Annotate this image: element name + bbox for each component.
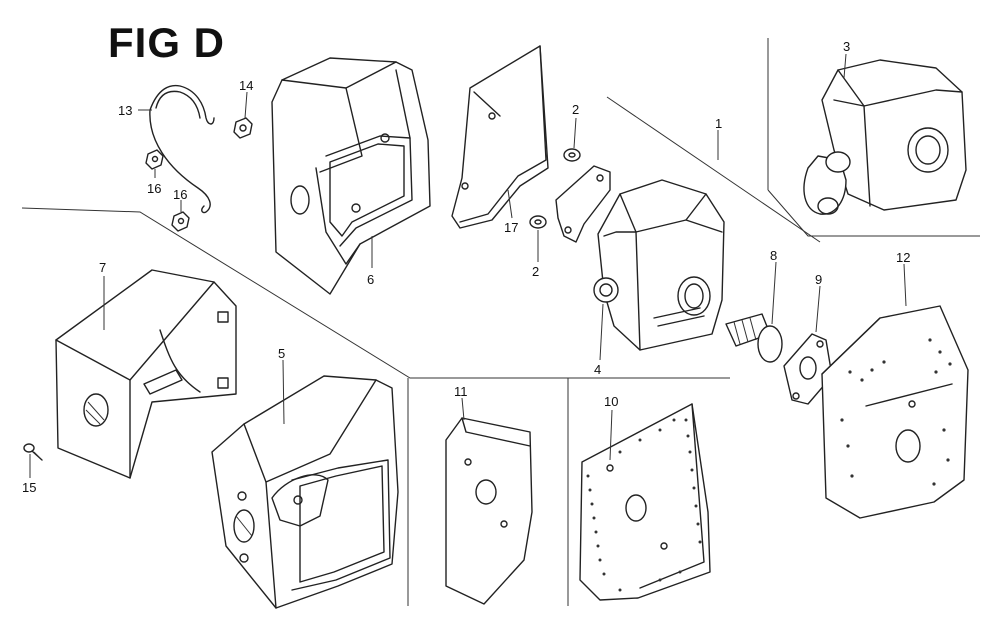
label-part-10: 10 [604,394,618,409]
label-part-17: 17 [504,220,518,235]
part-8-spark-arrester [725,313,783,363]
label-part-5: 5 [278,346,285,361]
part-5-muffler-protector [211,375,399,609]
part-17-bracket-plate [451,45,549,229]
part-10-perforated-plate [579,403,711,601]
label-part-1: 1 [715,116,722,131]
part-6-muffler-protector [271,57,431,295]
label-part-15: 15 [22,480,36,495]
part-13-wire-spring [149,84,215,214]
label-part-2-upper: 2 [572,102,579,117]
part-15-screw [23,443,43,461]
label-part-6: 6 [367,272,374,287]
part-7-bracket [55,269,237,479]
part-14-nut [233,117,253,139]
label-part-16-b: 16 [173,187,187,202]
section-dividers [21,38,980,606]
label-part-14: 14 [239,78,253,93]
label-part-3: 3 [843,39,850,54]
part-2-washer-lower [529,215,547,229]
leader-lines [29,53,907,478]
label-part-8: 8 [770,248,777,263]
label-part-16-a: 16 [147,181,161,196]
label-part-4: 4 [594,362,601,377]
label-part-13: 13 [118,103,132,118]
part-1-muffler [593,179,725,351]
part-11-shield-plate [445,417,533,605]
label-part-11: 11 [454,384,468,399]
label-part-9: 9 [815,272,822,287]
label-part-7: 7 [99,260,106,275]
figure-title: FIG D [108,19,225,66]
part-3-muffler-alternate [803,59,967,215]
part-2-washer-upper [563,148,581,162]
part-12-perforated-shield [821,305,969,519]
part-16-nut-a [145,149,164,170]
part-4-gasket [555,165,611,243]
part-labels: 1 2 2 3 4 5 6 7 8 9 10 11 12 13 14 15 16… [22,39,910,495]
part-16-nut-b [171,211,190,232]
label-part-12: 12 [896,250,910,265]
label-part-2-lower: 2 [532,264,539,279]
